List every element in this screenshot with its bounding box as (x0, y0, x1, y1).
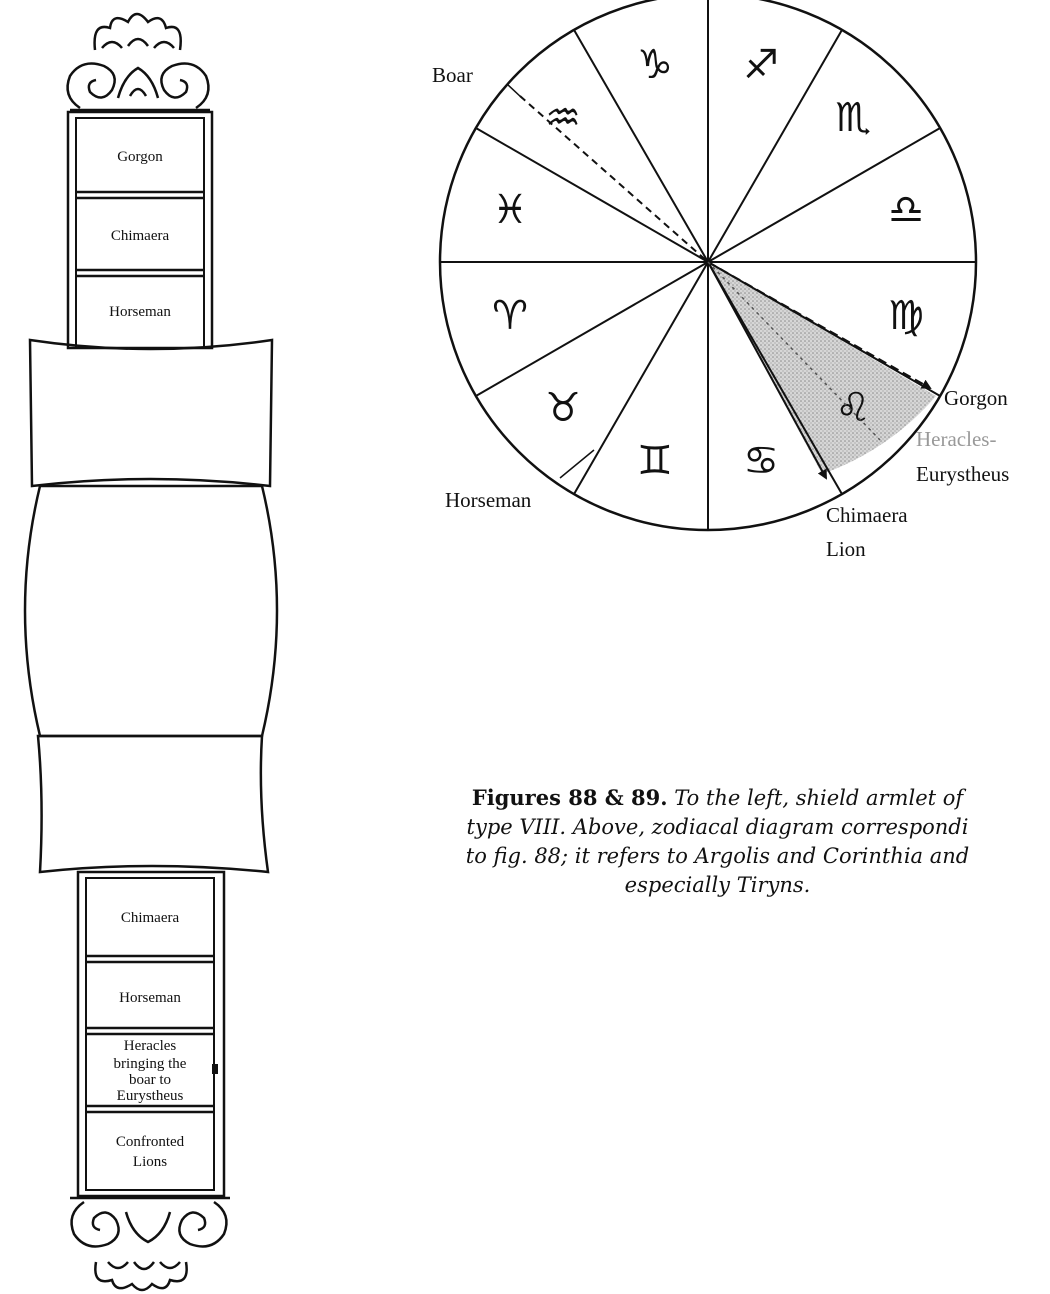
pisces-icon: ♓ (492, 187, 528, 233)
caption-figure-number: Figures 88 & 89. (472, 785, 668, 810)
panel-label: Chimaera (111, 228, 170, 244)
panel-label-line: Eurystheus (117, 1088, 184, 1104)
central-bulge (25, 486, 277, 736)
cancer-icon: ♋ (743, 438, 779, 484)
panel-label-line: bringing the (114, 1056, 187, 1072)
aquarius-icon: ♒ (545, 95, 581, 141)
label-lion: Lion (826, 537, 866, 561)
libra-icon: ♎ (888, 187, 924, 233)
caption-text: To the left, shield armlet of (668, 786, 964, 810)
label-gorgon: Gorgon (944, 386, 1008, 410)
zodiac-wheel: ♑♐♏♎♍♌♋♊♉♈♓♒ (440, 0, 976, 530)
lower-flared-block (38, 736, 268, 872)
label-boar: Boar (432, 63, 473, 87)
panel-label-line: boar to (129, 1072, 171, 1088)
label-horseman: Horseman (445, 488, 532, 512)
gemini-icon: ♊ (637, 438, 673, 484)
virgo-icon: ♍ (888, 293, 924, 339)
scorpio-icon: ♏ (835, 95, 871, 141)
panel-label-line: Lions (133, 1154, 167, 1170)
label-chimaera: Chimaera (826, 503, 908, 527)
caption-line: especially Tiryns. (385, 871, 1050, 900)
panel-label: Gorgon (117, 149, 163, 165)
armlet-labels: Gorgon Chimaera Horseman Chimaera Horsem… (109, 149, 187, 1170)
panel-label: Horseman (119, 990, 181, 1006)
capricorn-icon: ♑ (637, 42, 673, 88)
aries-icon: ♈ (492, 293, 528, 339)
horseman-leader-line (560, 450, 594, 478)
label-heracles: Heracles- (916, 427, 996, 451)
figure-caption: Figures 88 & 89. To the left, shield arm… (385, 783, 1050, 900)
panel-label: Horseman (109, 304, 171, 320)
taurus-icon: ♉ (545, 385, 581, 431)
panel-label-line: Confronted (116, 1134, 185, 1150)
boar-pointer-line (520, 96, 708, 262)
caption-line: Figures 88 & 89. To the left, shield arm… (385, 783, 1050, 813)
sagittarius-icon: ♐ (743, 42, 779, 88)
boar-leader-line (507, 84, 522, 98)
bottom-palmette-ornament (70, 1198, 230, 1290)
zodiac-spokes (440, 0, 976, 530)
top-palmette-ornament (68, 14, 210, 110)
upper-flared-block (30, 340, 272, 486)
panel-label: Chimaera (121, 910, 180, 926)
panel-label-line: Heracles (124, 1038, 177, 1054)
label-eurystheus: Eurystheus (916, 462, 1009, 486)
caption-line: to fig. 88; it refers to Argolis and Cor… (385, 842, 1050, 871)
caption-line: type VIII. Above, zodiacal diagram corre… (385, 813, 1050, 842)
